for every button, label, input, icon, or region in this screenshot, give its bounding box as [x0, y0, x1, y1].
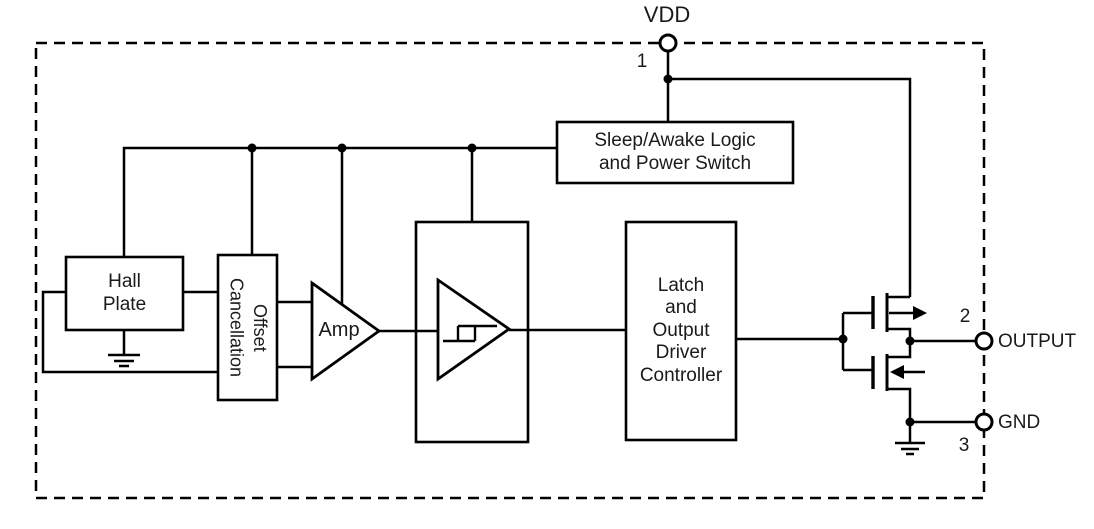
schmitt-comparator [436, 277, 512, 382]
arrow-right-icon [913, 306, 927, 320]
output-label: OUTPUT [998, 331, 1077, 352]
output-ground-icon [895, 441, 925, 456]
wire-lower-fet-source [887, 387, 912, 422]
low-side-fet-icon [871, 354, 904, 391]
hall-plate-label: Hall Plate [102, 271, 147, 315]
gnd-label: GND [998, 412, 1041, 433]
ground-symbols [108, 330, 925, 456]
wire-vdd-rail [668, 77, 912, 297]
chip-boundary [34, 41, 986, 500]
sleep-logic-block [555, 120, 795, 185]
junction-dot [663, 74, 673, 84]
junction-dots [247, 74, 915, 427]
wire-hall-loop [41, 290, 218, 374]
junction-dot [337, 143, 347, 153]
wire-lower-fet-drain [887, 341, 912, 359]
junction-dot [905, 417, 915, 427]
arrow-left-icon [890, 365, 904, 379]
junction-dot [905, 336, 915, 346]
vdd-pin-icon [658, 33, 678, 53]
offset-cancellation-label: Offset Cancellation [226, 277, 270, 378]
wires [41, 51, 984, 443]
output-pin-icon [974, 331, 994, 351]
amp-triangle [310, 280, 382, 382]
junction-dot [838, 334, 848, 344]
offset-cancellation-label-wrap: Offset Cancellation [218, 255, 277, 400]
amp-label: Amp [318, 319, 360, 342]
high-side-fet-icon [871, 293, 927, 332]
junction-dot [247, 143, 257, 153]
output-fet-pair [871, 293, 927, 391]
pin-terminals [658, 33, 994, 432]
hysteresis-icon [443, 324, 497, 343]
wire-power-bus [122, 146, 557, 257]
offset-cancellation-block [216, 253, 279, 402]
comparator-triangle [436, 277, 512, 382]
junction-dot [467, 143, 477, 153]
pin3-number: 3 [958, 435, 970, 456]
latch-driver-label: Latch and Output Driver Controller [639, 274, 723, 386]
pin2-number: 2 [959, 306, 971, 327]
hall-ground-icon [108, 330, 140, 368]
gnd-pin-icon [974, 412, 994, 432]
sleep-logic-label: Sleep/Awake Logic and Power Switch [594, 130, 756, 174]
vdd-label: VDD [643, 2, 691, 27]
pin1-number: 1 [636, 51, 648, 72]
